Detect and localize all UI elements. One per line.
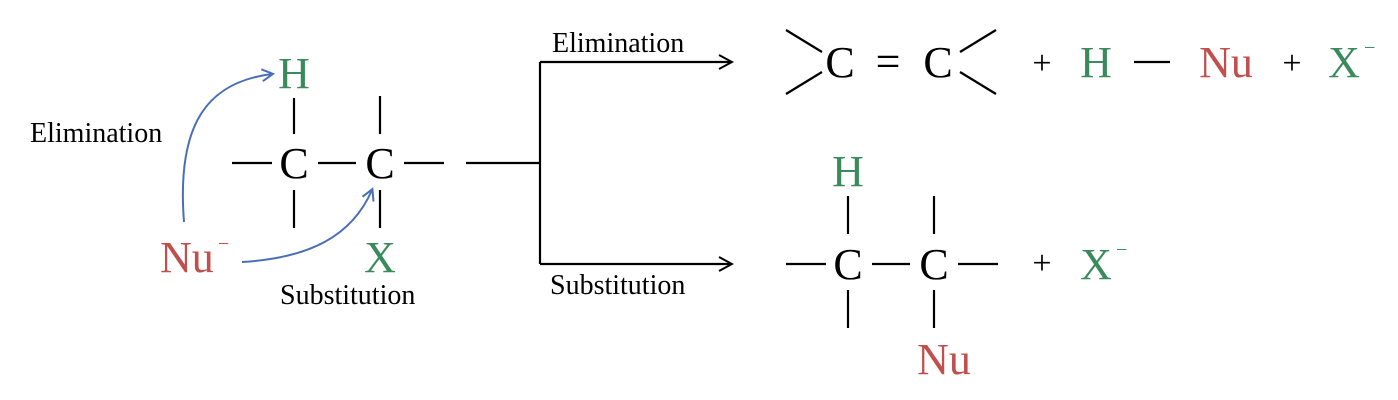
elimination-arrow-label: Elimination <box>552 28 684 59</box>
substitution-products: H C C Nu + X − <box>786 147 1127 384</box>
elimination-curved-arrow <box>181 74 272 223</box>
elimination-x-atom: X <box>1328 38 1360 87</box>
alkene-bond-upper-right <box>959 29 997 53</box>
alkene-double-bond: = <box>876 37 901 86</box>
substitution-nu: Nu <box>917 335 971 384</box>
left-substitution-label: Substitution <box>280 280 415 311</box>
reactant-h-atom: H <box>278 49 310 98</box>
alkene-c1-atom: C <box>825 38 854 87</box>
elimination-products: C = C + H Nu + X − <box>785 29 1375 95</box>
substitution-curved-arrow <box>241 190 372 263</box>
substitution-c2-atom: C <box>919 240 948 289</box>
substitution-h-atom: H <box>832 147 864 196</box>
elimination-plus-1: + <box>1032 45 1051 82</box>
substitution-plus: + <box>1032 245 1051 282</box>
elimination-plus-2: + <box>1282 45 1301 82</box>
left-elimination-label: Elimination <box>30 118 162 149</box>
substitution-c1-atom: C <box>833 240 862 289</box>
nucleophile-label: Nu <box>160 233 214 282</box>
substitution-x-charge: − <box>1116 239 1127 261</box>
substitution-x-atom: X <box>1080 240 1112 289</box>
alkene-bond-lower-left <box>785 71 823 95</box>
elimination-nu: Nu <box>1199 38 1253 87</box>
elimination-x-charge: − <box>1364 37 1375 59</box>
alkene-bond-lower-right <box>959 71 997 95</box>
reactant-x-atom: X <box>364 233 396 282</box>
elimination-h-atom: H <box>1080 38 1112 87</box>
substitution-arrow-label: Substitution <box>550 270 685 301</box>
alkene-c2-atom: C <box>923 38 952 87</box>
nucleophile: Nu − <box>160 233 229 282</box>
branch-arrow: Elimination Substitution <box>466 28 731 301</box>
reactant-c2-atom: C <box>365 139 394 188</box>
alkene-bond-upper-left <box>785 29 823 53</box>
reactant-c1-atom: C <box>279 139 308 188</box>
reactant-molecule: H C C X <box>232 49 444 282</box>
nucleophile-charge: − <box>218 233 229 255</box>
